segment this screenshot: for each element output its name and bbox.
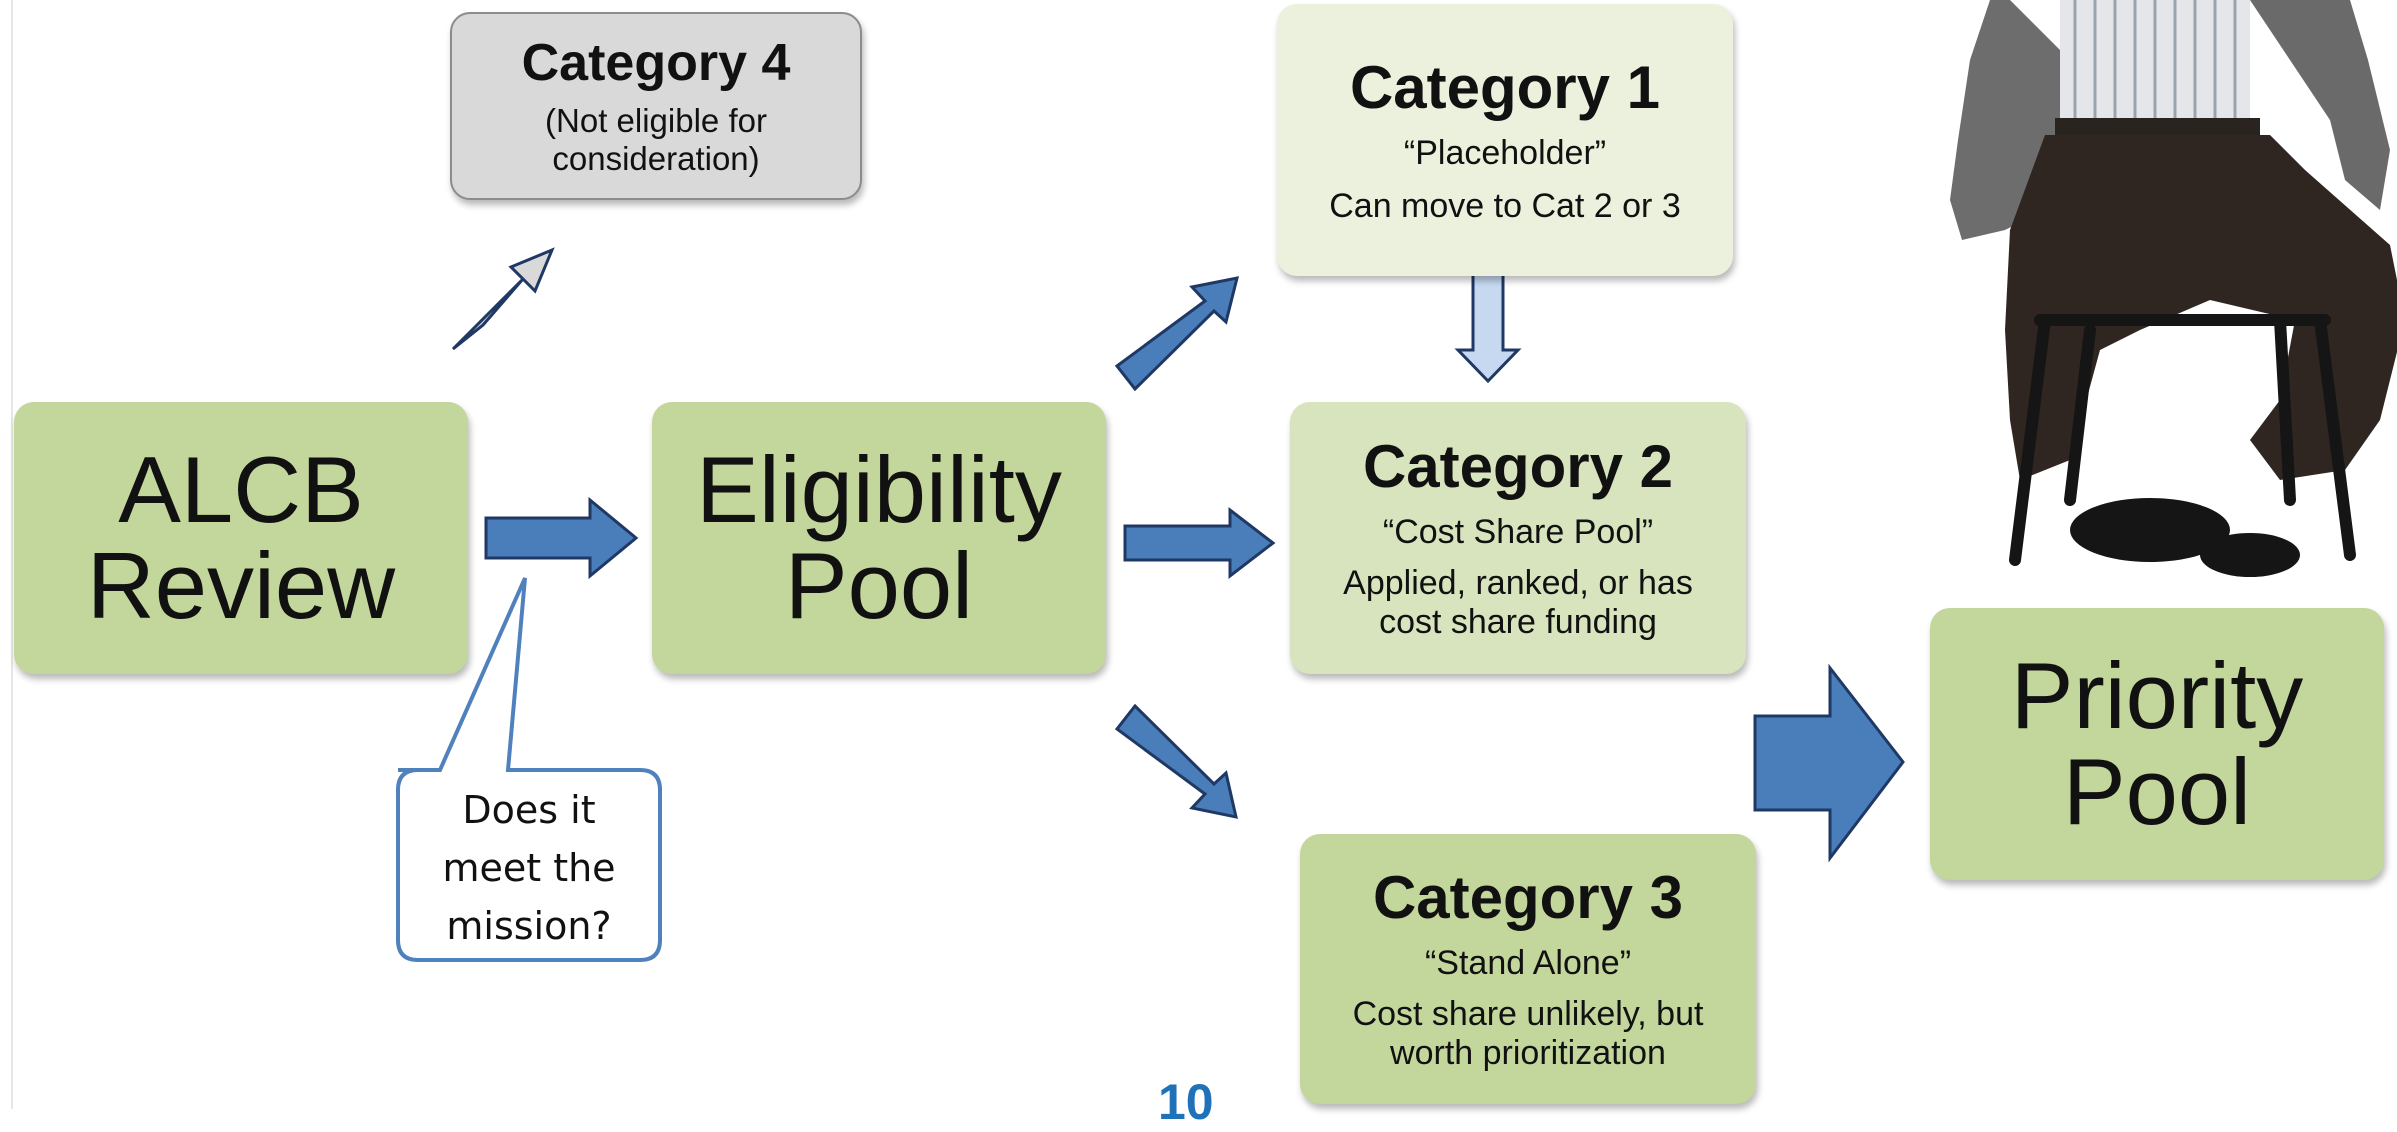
seated-person-photo	[1950, 0, 2397, 577]
category2-subtitle: “Cost Share Pool”	[1382, 513, 1654, 551]
arrow-to-category3	[1114, 703, 1238, 819]
category1-subtitle: “Placeholder”	[1403, 133, 1607, 172]
arrow-to-category2	[1123, 506, 1276, 580]
priority-pool-label: Priority Pool	[2010, 643, 2304, 844]
eligibility-pool-label: Eligibility Pool	[696, 437, 1062, 638]
left-edge-rule	[11, 0, 13, 1109]
category3-description: Cost share unlikely, but worth prioritiz…	[1352, 995, 1704, 1072]
arrow-category1-to-category2	[1454, 266, 1522, 384]
arrow-to-category1	[1114, 276, 1240, 392]
category2-title: Category 2	[1362, 433, 1674, 500]
category3-title: Category 3	[1372, 864, 1684, 931]
alcb-review-label: ALCB Review	[86, 437, 396, 638]
flow-arrows	[396, 247, 1905, 962]
category2-description: Applied, ranked, or has cost share fundi…	[1343, 564, 1693, 641]
category1-title: Category 1	[1349, 53, 1661, 121]
category3-subtitle: “Stand Alone”	[1424, 944, 1632, 982]
callout-text: Does it meet the mission?	[442, 788, 616, 948]
category1-box: Category 1 “Placeholder” Can move to Cat…	[1277, 4, 1733, 276]
category3-box: Category 3 “Stand Alone” Cost share unli…	[1300, 834, 1756, 1104]
category1-description: Can move to Cat 2 or 3	[1329, 186, 1681, 225]
callout-bubble-shape	[396, 577, 662, 962]
category4-description: (Not eligible for consideration)	[545, 102, 767, 177]
arrow-alcb-to-eligibility	[484, 496, 639, 580]
arrow-to-category4	[451, 247, 555, 351]
category2-box: Category 2 “Cost Share Pool” Applied, ra…	[1290, 402, 1746, 674]
priority-pool-box: Priority Pool	[1930, 608, 2384, 880]
eligibility-pool-box: Eligibility Pool	[652, 402, 1106, 674]
alcb-review-box: ALCB Review	[14, 402, 468, 674]
category4-title: Category 4	[521, 34, 791, 92]
category4-box: Category 4 (Not eligible for considerati…	[450, 12, 862, 200]
page-number: 10	[1158, 1074, 1214, 1130]
arrow-to-priority-pool	[1753, 663, 1905, 863]
